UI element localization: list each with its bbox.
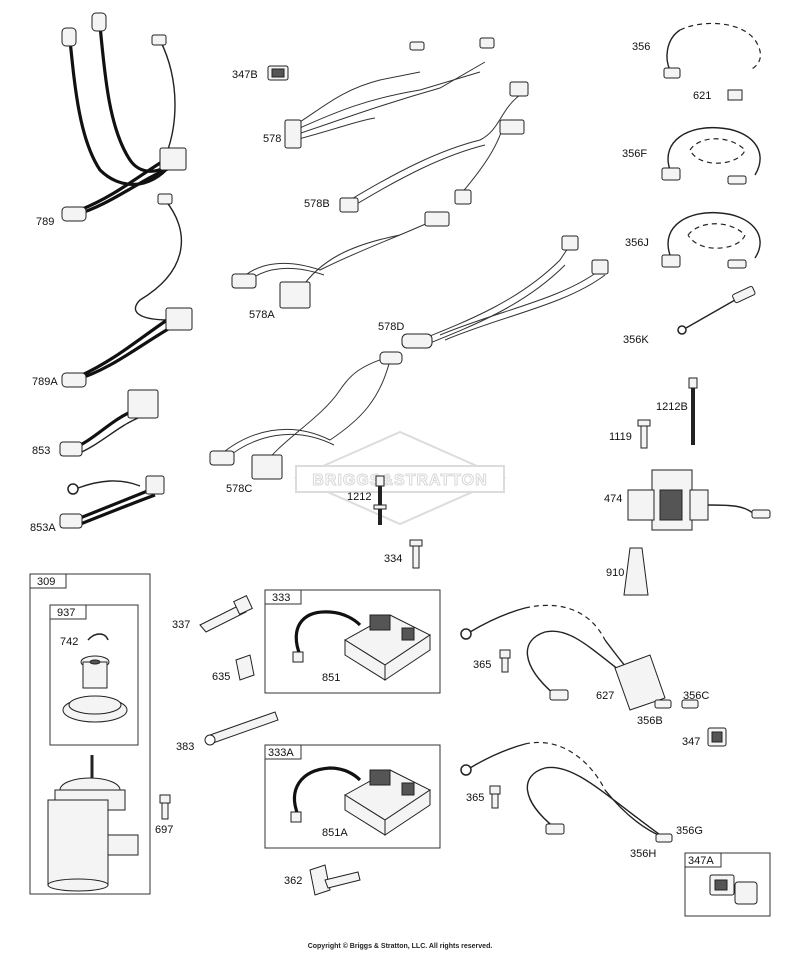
label-356F: 356F [622,148,647,160]
label-578B: 578B [304,198,330,210]
part-309-starter-motor [47,755,139,892]
label-347A: 347A [688,855,714,867]
label-356G: 356G [676,825,703,837]
label-365-lower: 365 [466,792,484,804]
label-356J: 356J [625,237,649,249]
label-383: 383 [176,741,194,753]
label-365-upper: 365 [473,659,491,671]
part-578-harness [284,37,495,149]
part-356K-cable [677,285,756,335]
label-1119: 1119 [609,431,632,443]
label-853: 853 [32,445,50,457]
part-578A-harness [231,211,450,309]
part-621-clip [727,89,743,101]
part-347-switch [707,727,727,747]
label-851A: 851A [322,827,348,839]
part-333A-ignition-module [290,766,431,836]
label-347B: 347B [232,69,258,81]
part-365-bolt-upper [499,649,511,673]
part-789-harness [61,12,187,222]
box-309 [29,573,151,895]
label-853A: 853A [30,522,56,534]
part-578D-harness [401,235,609,349]
part-578C-harness [209,351,403,480]
box-309-tag [29,573,67,589]
label-578D: 578D [378,321,404,333]
label-789A: 789A [32,376,58,388]
part-356-cable [663,22,762,79]
label-334: 334 [384,553,402,565]
label-851: 851 [322,672,340,684]
part-356F-cable [661,126,761,185]
label-578A: 578A [249,309,275,321]
box-333-tag [264,589,302,605]
box-333A-tag [264,744,302,760]
part-356-wiring-upper [460,604,699,711]
label-362: 362 [284,875,302,887]
part-1212B-bolt [688,377,698,445]
label-621: 621 [693,90,711,102]
part-334-screw [409,539,423,569]
label-742: 742 [60,636,78,648]
box-347A [684,852,771,917]
part-356-wiring-lower [460,741,673,843]
label-937: 937 [57,607,75,619]
part-365-bolt-lower [489,785,501,809]
label-635: 635 [212,671,230,683]
label-347: 347 [682,736,700,748]
box-333A [264,744,441,849]
copyright-notice: Copyright © Briggs & Stratton, LLC. All … [307,943,493,950]
watermark-text: BRIGGS&STRATTON [312,472,487,489]
part-1212-bolt [373,475,387,525]
part-697-bolt [159,794,171,820]
label-309: 309 [37,576,55,588]
label-697: 697 [155,824,173,836]
box-937-tag [49,604,87,620]
label-1212B: 1212B [656,401,688,413]
part-910-handle [623,547,649,596]
box-333 [264,589,441,694]
part-347B-switch [267,65,289,81]
label-356H: 356H [630,848,656,860]
part-578B-harness [339,81,529,213]
part-742-pinion-assembly [62,633,128,723]
label-474: 474 [604,493,622,505]
part-1119-screw [637,419,651,449]
part-853A-harness [59,475,165,529]
part-383-tool [204,711,279,746]
part-362-tool [309,864,361,896]
label-789: 789 [36,216,54,228]
label-910: 910 [606,567,624,579]
label-578C: 578C [226,483,252,495]
label-578: 578 [263,133,281,145]
part-635-boot [235,654,255,681]
label-356C: 356C [683,690,709,702]
label-333A: 333A [268,747,294,759]
label-1212: 1212 [347,491,371,503]
box-347A-tag [684,852,722,868]
part-333-ignition-module [292,610,431,681]
label-356: 356 [632,41,650,53]
part-474-armature [627,469,771,531]
label-356K: 356K [623,334,649,346]
part-356J-cable [661,211,761,269]
label-333: 333 [272,592,290,604]
part-347A-switch [709,874,758,905]
box-937 [49,604,139,746]
part-789A-harness [61,193,193,388]
part-337-spark-plug [199,595,253,633]
label-627: 627 [596,690,614,702]
part-853-harness [59,389,159,457]
label-337: 337 [172,619,190,631]
brand-watermark: BRIGGS&STRATTON [293,430,507,526]
label-356B: 356B [637,715,663,727]
